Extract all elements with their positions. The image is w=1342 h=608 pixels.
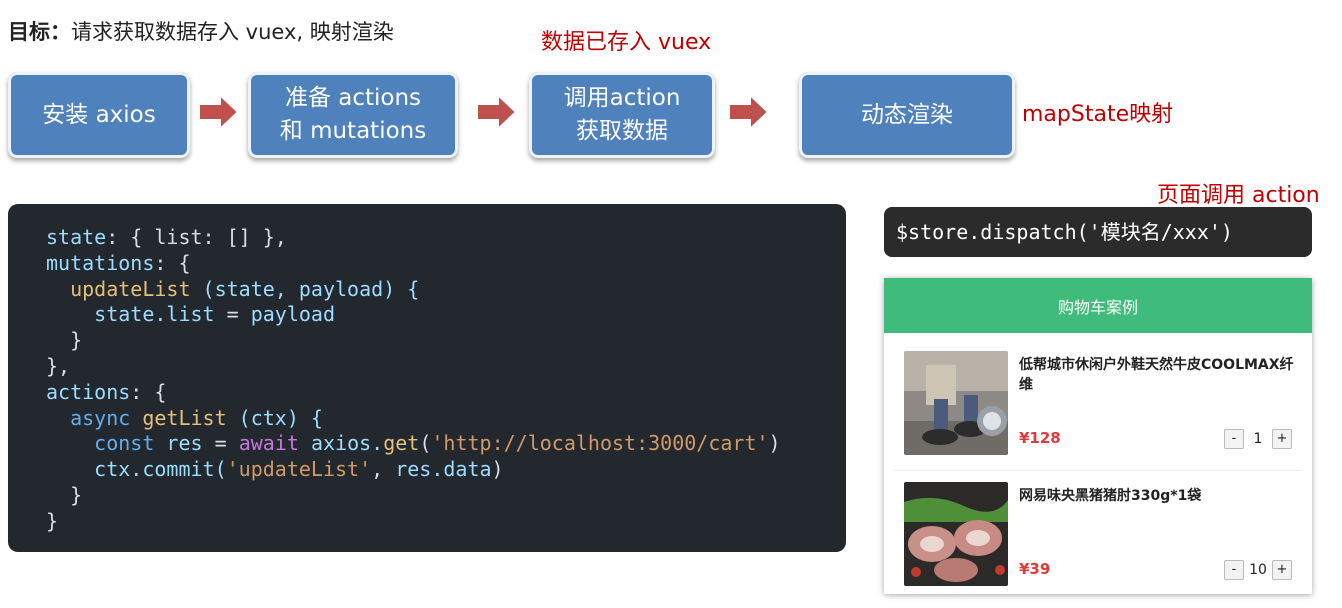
code-line: updateList (state, payload) { <box>70 276 420 301</box>
quantity-value: 10 <box>1249 562 1267 578</box>
decrement-button[interactable]: - <box>1224 560 1244 580</box>
step-label: 动态渲染 <box>861 101 953 128</box>
step-label: 安装 axios <box>42 101 156 128</box>
code-line: state: { list: [] }, <box>46 225 287 249</box>
increment-button[interactable]: + <box>1272 429 1292 449</box>
code-line: }, <box>46 353 71 378</box>
product-price: ¥39 <box>1019 560 1051 578</box>
goal-label: 目标： <box>8 20 71 44</box>
product-image[interactable] <box>904 482 1008 586</box>
decrement-button[interactable]: - <box>1224 429 1244 449</box>
step-call-action: 调用action 获取数据 <box>529 72 715 158</box>
step-label-2: 和 mutations <box>279 118 427 144</box>
increment-button[interactable]: + <box>1272 560 1292 580</box>
arrow-right-icon <box>198 92 240 132</box>
step-dynamic-render: 动态渲染 <box>799 72 1015 158</box>
code-line: } <box>70 482 83 507</box>
dispatch-code: $store.dispatch('模块名/xxx') <box>884 207 1312 257</box>
step-label-2: 获取数据 <box>576 118 668 144</box>
product-title: 低帮城市休闲户外鞋天然牛皮COOLMAX纤维 <box>1019 357 1294 393</box>
goal-description: 请求获取数据存入 vuex, 映射渲染 <box>71 20 394 44</box>
quantity-stepper: - 1 + <box>1224 429 1292 449</box>
code-block: state: { list: [] },mutations: { updateL… <box>8 204 846 552</box>
arrow-right-icon <box>476 92 518 132</box>
cart-item: 网易味央黑猪猪肘330g*1袋 ¥39 - 10 + <box>884 464 1312 590</box>
code-line: mutations: { <box>46 250 191 275</box>
code-line: actions: { <box>46 379 167 404</box>
step-prepare-actions: 准备 actions 和 mutations <box>248 72 458 158</box>
cart-title: 购物车案例 <box>1057 297 1138 317</box>
arrow-right-icon <box>728 92 770 132</box>
quantity-stepper: - 10 + <box>1224 560 1292 580</box>
code-line: const res = await axios.get('http://loca… <box>94 431 781 456</box>
step-label: 调用action <box>563 85 681 111</box>
cart-header: 购物车案例 <box>884 278 1312 333</box>
product-image[interactable] <box>904 351 1008 455</box>
product-title: 网易味央黑猪猪肘330g*1袋 <box>1019 488 1202 504</box>
annotation-stored: 数据已存入 vuex <box>541 30 712 55</box>
annotation-mapstate: mapState映射 <box>1022 102 1174 127</box>
annotation-page-call: 页面调用 action <box>1157 183 1320 208</box>
code-line: } <box>46 508 59 533</box>
goal-text: 目标：请求获取数据存入 vuex, 映射渲染 <box>8 16 394 46</box>
code-line: async getList (ctx) { <box>70 405 323 430</box>
step-install-axios: 安装 axios <box>8 72 190 158</box>
step-label: 准备 actions <box>284 85 422 111</box>
code-line: } <box>70 328 83 353</box>
quantity-value: 1 <box>1253 431 1263 447</box>
cart-demo: 购物车案例 低帮城市休闲户外鞋天然牛皮COOLMAX纤维 ¥128 - 1 + <box>884 278 1312 594</box>
cart-item: 低帮城市休闲户外鞋天然牛皮COOLMAX纤维 ¥128 - 1 + <box>884 333 1312 459</box>
code-line: state.list = payload <box>94 302 336 327</box>
item-divider <box>894 470 1302 471</box>
code-line: ctx.commit('updateList', res.data) <box>94 457 504 482</box>
product-price: ¥128 <box>1019 429 1061 447</box>
